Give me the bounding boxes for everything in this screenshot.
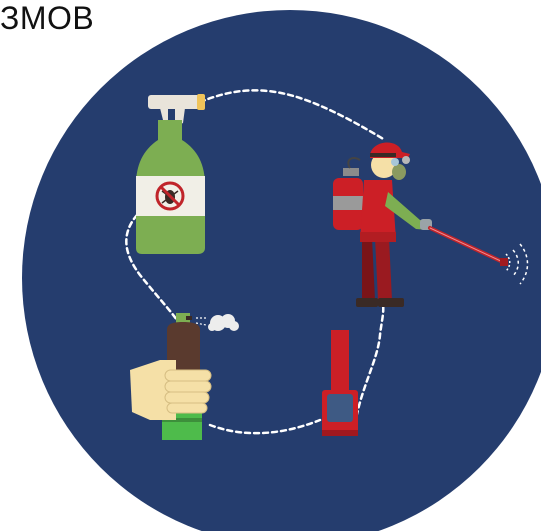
circle-background — [22, 10, 541, 531]
